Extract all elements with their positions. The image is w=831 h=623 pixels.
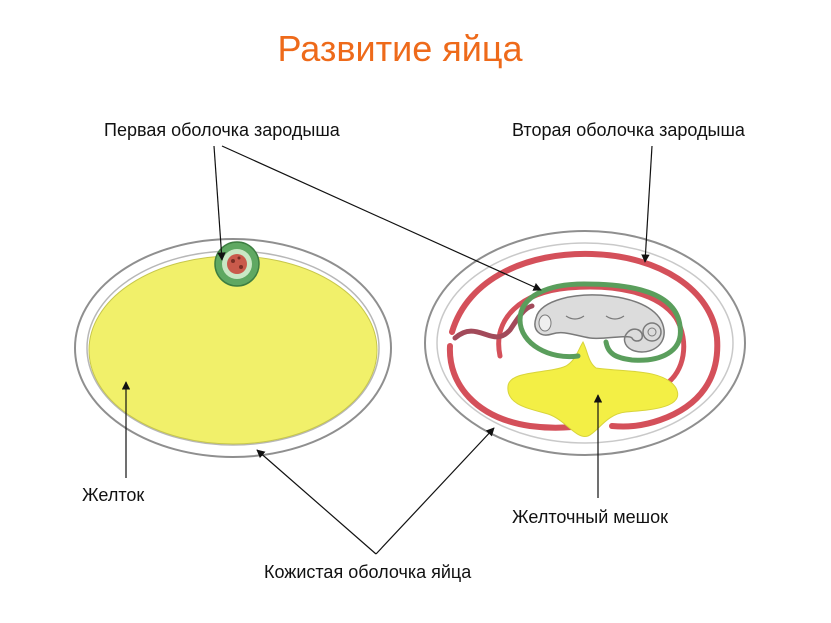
pointer-lines	[121, 145, 653, 555]
embryo-disc	[214, 241, 260, 287]
first-membrane-arrow-right	[221, 145, 542, 291]
second-membrane-upper	[449, 250, 721, 430]
right-egg	[424, 230, 746, 456]
right-egg-inner-line	[436, 242, 734, 444]
embryo	[534, 294, 665, 353]
first-membrane-amnion	[517, 281, 683, 363]
shell-arrow-right	[375, 427, 495, 555]
second-membrane-lower	[446, 343, 575, 431]
label-leathery-shell: Кожистая оболочка яйца	[264, 562, 472, 582]
label-yolk: Желток	[82, 485, 145, 505]
allantois-stalk	[452, 303, 535, 341]
second-membrane-fold	[496, 284, 687, 387]
label-yolk-sac: Желточный мешок	[512, 507, 668, 527]
label-first-membrane: Первая оболочка зародыша	[104, 120, 340, 140]
diagram-title: Развитие яйца	[277, 28, 523, 69]
left-egg	[74, 238, 392, 458]
shell-arrow-left	[256, 449, 377, 555]
yolk-sac	[507, 340, 679, 437]
second-membrane-arrow	[641, 145, 653, 263]
label-second-membrane: Вторая оболочка зародыша	[512, 120, 745, 140]
first-membrane-arrow-left	[213, 145, 226, 261]
